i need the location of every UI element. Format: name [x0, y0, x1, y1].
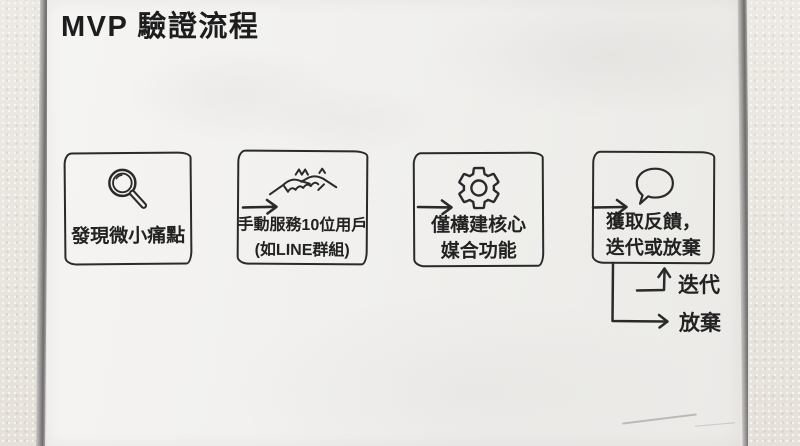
step-line: 僅構建核心: [431, 214, 527, 237]
wall-left: [0, 0, 40, 446]
board-scratch-mark: [622, 413, 697, 425]
step-line: 手動服務10位用戶: [237, 216, 368, 235]
flow-step-core-feature: 僅構建核心 媒合功能: [412, 151, 545, 268]
speech-bubble-icon: [628, 162, 678, 210]
step-text: 獲取反饋， 迭代或放棄: [606, 210, 701, 262]
flow-step-get-feedback: 獲取反饋， 迭代或放棄: [591, 150, 716, 265]
whiteboard-surface: MVP 驗證流程 發現微小痛點: [47, 0, 740, 446]
step-line: 發現微小痛點: [71, 225, 186, 248]
step-line: 媒合功能: [440, 240, 517, 263]
board-title: MVP 驗證流程: [61, 11, 260, 43]
magnifier-icon: [102, 163, 154, 219]
step-text: 僅構建核心 媒合功能: [431, 213, 526, 265]
flow-step-manual-service: 手動服務10位用戶 (如LINE群組): [236, 149, 369, 266]
handshake-icon: [266, 161, 338, 214]
outcome-branch-arrows: [600, 261, 686, 331]
gear-icon: [453, 163, 503, 213]
step-line: 獲取反饋，: [605, 211, 701, 234]
step-line: 迭代或放棄: [605, 237, 701, 260]
outcome-label-abandon: 放棄: [679, 312, 721, 335]
step-text: 手動服務10位用戶 (如LINE群組): [237, 213, 367, 264]
flow-arrow-right-icon: [240, 196, 282, 218]
board-scratch-mark: [695, 422, 735, 427]
flow-step-discover-pain-point: 發現微小痛點: [63, 151, 193, 266]
wall-right: [748, 0, 800, 446]
flow-arrow-right-icon: [590, 196, 632, 218]
step-text: 發現微小痛點: [71, 219, 185, 251]
step-line: (如LINE群組): [254, 241, 350, 260]
flow-arrow-right-icon: [415, 196, 457, 218]
outcome-label-iterate: 迭代: [678, 274, 720, 297]
